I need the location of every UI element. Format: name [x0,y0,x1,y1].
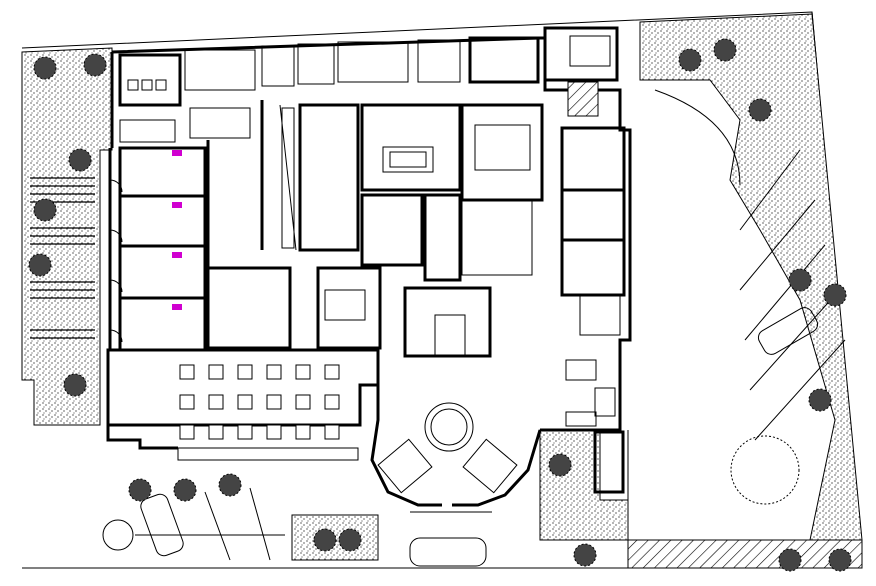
table-chair-icon [179,364,195,380]
table-chair-icon [295,394,311,410]
table-chair-icon [324,424,340,440]
dining-hall [108,348,380,440]
table-chair-icon [295,364,311,380]
table-chair-icon [237,394,253,410]
shrub-icon [808,388,832,412]
shrub-icon [748,98,772,122]
table-chair-icon [237,364,253,380]
table-chair-icon [179,424,195,440]
table-chair-icon [266,394,282,410]
guest-rooms [109,146,207,352]
table-chair-icon [208,424,224,440]
tree-icon [28,38,852,572]
tree-icon [730,435,800,505]
shrub-icon [33,198,57,222]
table-chair-icon [179,394,195,410]
table-chair-icon [324,364,340,380]
table-chair-icon [266,364,282,380]
table-chair-icon [208,364,224,380]
table-chair-icon [324,394,340,410]
parking-bays-right [654,89,846,441]
shrub-icon [573,543,597,567]
shrub-icon [778,548,802,572]
shrub-icon [823,283,847,307]
parking-stripes-left [30,177,95,339]
table-chair-icon [266,424,282,440]
shrub-icon [828,548,852,572]
shrub-icon [128,478,152,502]
shrub-icon [548,453,572,477]
right-offices [560,81,626,494]
entrance [370,385,542,513]
shrub-icon [338,528,362,552]
landscape-bottom-middle [539,429,629,541]
table-chair-icon [237,424,253,440]
shrub-icon [713,38,737,62]
shrub-icon [218,473,242,497]
shrub-icon [678,48,702,72]
landscape-top-right [639,13,863,541]
frontage [102,425,863,569]
top-rooms [119,35,611,143]
shrub-icon [28,253,52,277]
table-chair-icon [208,394,224,410]
car-icon [140,307,819,567]
shrub-icon [313,528,337,552]
shrub-icon [63,373,87,397]
shrub-icon [83,53,107,77]
shrub-icon [173,478,197,502]
interior-walls [206,100,544,358]
shrub-icon [68,148,92,172]
table-chair-icon [295,424,311,440]
shrub-icon [33,56,57,80]
shrub-icon [788,268,812,292]
